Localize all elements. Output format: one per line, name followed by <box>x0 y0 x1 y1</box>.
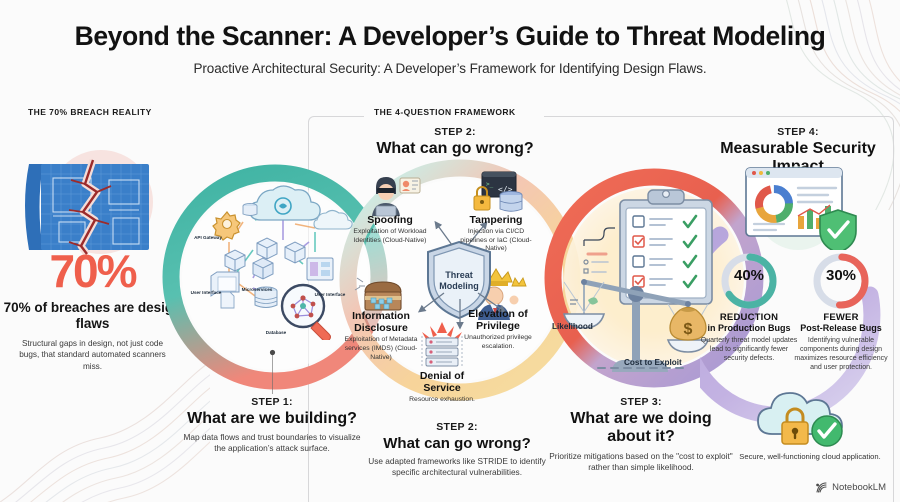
threat-denial-of-service-name: Denial of Service <box>419 370 465 395</box>
cloud-small-icon <box>313 209 353 230</box>
annotation-squiggle <box>583 227 615 246</box>
breach-headline: 70% of breaches are design flaws <box>3 300 182 332</box>
document-icon <box>220 291 235 309</box>
step2-question-top: What can go wrong? <box>376 140 534 157</box>
cracked-blueprint-illustration <box>13 150 173 270</box>
step2-number-bottom: STEP 2: <box>436 421 478 433</box>
analytics-dashboard-icon <box>745 166 857 250</box>
kicker-breach-reality: THE 70% BREACH REALITY <box>28 107 152 117</box>
header: Beyond the Scanner: A Developer’s Guide … <box>0 21 900 77</box>
step2-description: Use adapted frameworks like STRIDE to id… <box>368 456 546 478</box>
step2-heading-bottom: STEP 2: What can go wrong? Use adapted f… <box>368 421 546 478</box>
node-label-user-interface-right: User Interface <box>314 292 346 297</box>
page-subtitle: Proactive Architectural Security: A Deve… <box>193 61 707 77</box>
threat-denial-of-service-desc: Resource exhaustion. <box>409 396 475 404</box>
threat-tampering-desc: Injection via CI/CD pipelines or IaC (Cl… <box>460 228 532 253</box>
node-label-database: Database <box>265 330 287 335</box>
denial-of-service-icon <box>421 322 463 368</box>
breach-percent: 70% <box>49 245 137 297</box>
api-gateway-icon <box>212 211 241 241</box>
hacker-spoofing-icon <box>372 177 421 217</box>
svg-text:Threat: Threat <box>445 270 473 280</box>
threat-elevation-of-privilege-name: Elevation of Privilege <box>468 308 528 333</box>
user-interface-right-icon <box>306 257 334 281</box>
kicker-four-question-framework: THE 4-QUESTION FRAMEWORK <box>374 107 516 117</box>
database-icon <box>254 286 278 308</box>
step1-heading: STEP 1: What are we building? Map data f… <box>182 396 362 454</box>
user-interface-left-icon <box>210 271 240 297</box>
threat-elevation-of-privilege: Elevation of Privilege Unauthorized priv… <box>458 308 538 352</box>
secure-cloud-icon <box>757 392 843 447</box>
notebooklm-icon <box>816 482 827 493</box>
metric-value-40: 40% <box>733 267 765 284</box>
threat-tampering: Tampering Injection via CI/CD pipelines … <box>456 214 536 254</box>
step1-question: What are we building? <box>187 410 357 427</box>
step2-heading-top: STEP 2: What can go wrong? <box>370 126 540 158</box>
step1-description: Map data flows and trust boundaries to v… <box>183 432 361 454</box>
balance-scale-icon: $ <box>562 279 710 372</box>
node-label-microservices: Microservices <box>241 287 273 292</box>
metric-reduction-title: REDUCTION <box>719 312 779 323</box>
svg-text:>_: >_ <box>486 181 494 188</box>
threat-denial-of-service: Denial of Service Resource exhaustion. <box>402 370 482 405</box>
leader-line-step1 <box>272 352 273 394</box>
architecture-diagram <box>195 180 355 342</box>
ring-step4 <box>700 226 881 424</box>
threat-spoofing: Spoofing Exploitation of Workload Identi… <box>352 214 428 245</box>
breach-description: Structural gaps in design, not just code… <box>19 339 166 371</box>
node-label-user-interface-left: User Interface <box>190 290 222 295</box>
metric-fewer-subtitle: Post-Release Bugs <box>800 323 882 333</box>
checklist-clipboard-icon <box>619 189 713 305</box>
metric-fewer-title: FEWER <box>823 312 859 323</box>
metric-reduction: REDUCTION in Production Bugs Quarterly t… <box>694 312 804 363</box>
tampering-icon: >_ </> <box>473 171 523 212</box>
threat-tampering-name: Tampering <box>469 214 523 226</box>
metric-donut-40 <box>721 253 777 309</box>
metric-fewer-description: Identifying vulnerable components during… <box>794 337 888 372</box>
step3-heading: STEP 3: What are we doing about it? Prio… <box>548 396 734 472</box>
prioritization-illustration: $ <box>562 189 713 372</box>
metric-donut-30 <box>813 253 869 309</box>
threat-arrows <box>417 220 507 330</box>
magnifier-icon <box>280 283 331 342</box>
metric-reduction-description: Quarterly threat model updates lead to s… <box>700 337 798 363</box>
node-label-api-gateway: API Gateway <box>194 235 222 240</box>
step3-question: What are we doing about it? <box>570 410 712 446</box>
information-disclosure-icon <box>354 277 402 311</box>
threat-elevation-of-privilege-desc: Unauthorized privilege escalation. <box>464 334 532 350</box>
page-title: Beyond the Scanner: A Developer’s Guide … <box>74 21 826 51</box>
svg-text:</>: </> <box>498 185 513 194</box>
brand-notebooklm: NotebookLM <box>815 481 886 494</box>
threat-information-disclosure: Information Disclosure Exploitation of M… <box>338 310 424 362</box>
threat-information-disclosure-desc: Exploitation of Metadata services (IMDS)… <box>344 336 418 361</box>
threat-modeling-shield-icon: Threat Modeling <box>427 240 491 320</box>
step4-number: STEP 4: <box>777 126 819 138</box>
secure-cloud-caption: Secure, well-functioning cloud applicati… <box>739 452 881 461</box>
leader-dot-step1 <box>269 349 276 356</box>
step2-question-bottom: What can go wrong? <box>383 435 531 452</box>
brand-name: NotebookLM <box>832 482 886 493</box>
cloud-icon <box>249 185 321 221</box>
framework-frame-notch <box>364 110 544 124</box>
scale-label-cost-to-exploit: Cost to Exploit <box>624 358 682 367</box>
metric-fewer: FEWER Post-Release Bugs Identifying vuln… <box>786 312 896 372</box>
svg-text:Modeling: Modeling <box>439 281 479 291</box>
step3-description: Prioritize mitigations based on the "cos… <box>549 450 733 472</box>
database-small-icon <box>242 202 258 216</box>
microservices-icon <box>224 237 306 280</box>
step3-number: STEP 3: <box>620 396 662 408</box>
metric-value-30: 30% <box>825 267 857 284</box>
scale-label-likelihood: Likelihood <box>552 322 593 331</box>
metric-reduction-subtitle: in Production Bugs <box>707 323 791 333</box>
threat-spoofing-desc: Exploitation of Workload Identities (Clo… <box>353 228 427 244</box>
threat-spoofing-name: Spoofing <box>367 214 413 226</box>
breach-reality-panel: 70% 70% of breaches are design flaws Str… <box>0 150 185 372</box>
svg-text:$: $ <box>684 321 693 338</box>
step1-number: STEP 1: <box>251 396 293 408</box>
threat-information-disclosure-name: Information Disclosure <box>352 310 410 335</box>
step2-number-top: STEP 2: <box>434 126 476 138</box>
